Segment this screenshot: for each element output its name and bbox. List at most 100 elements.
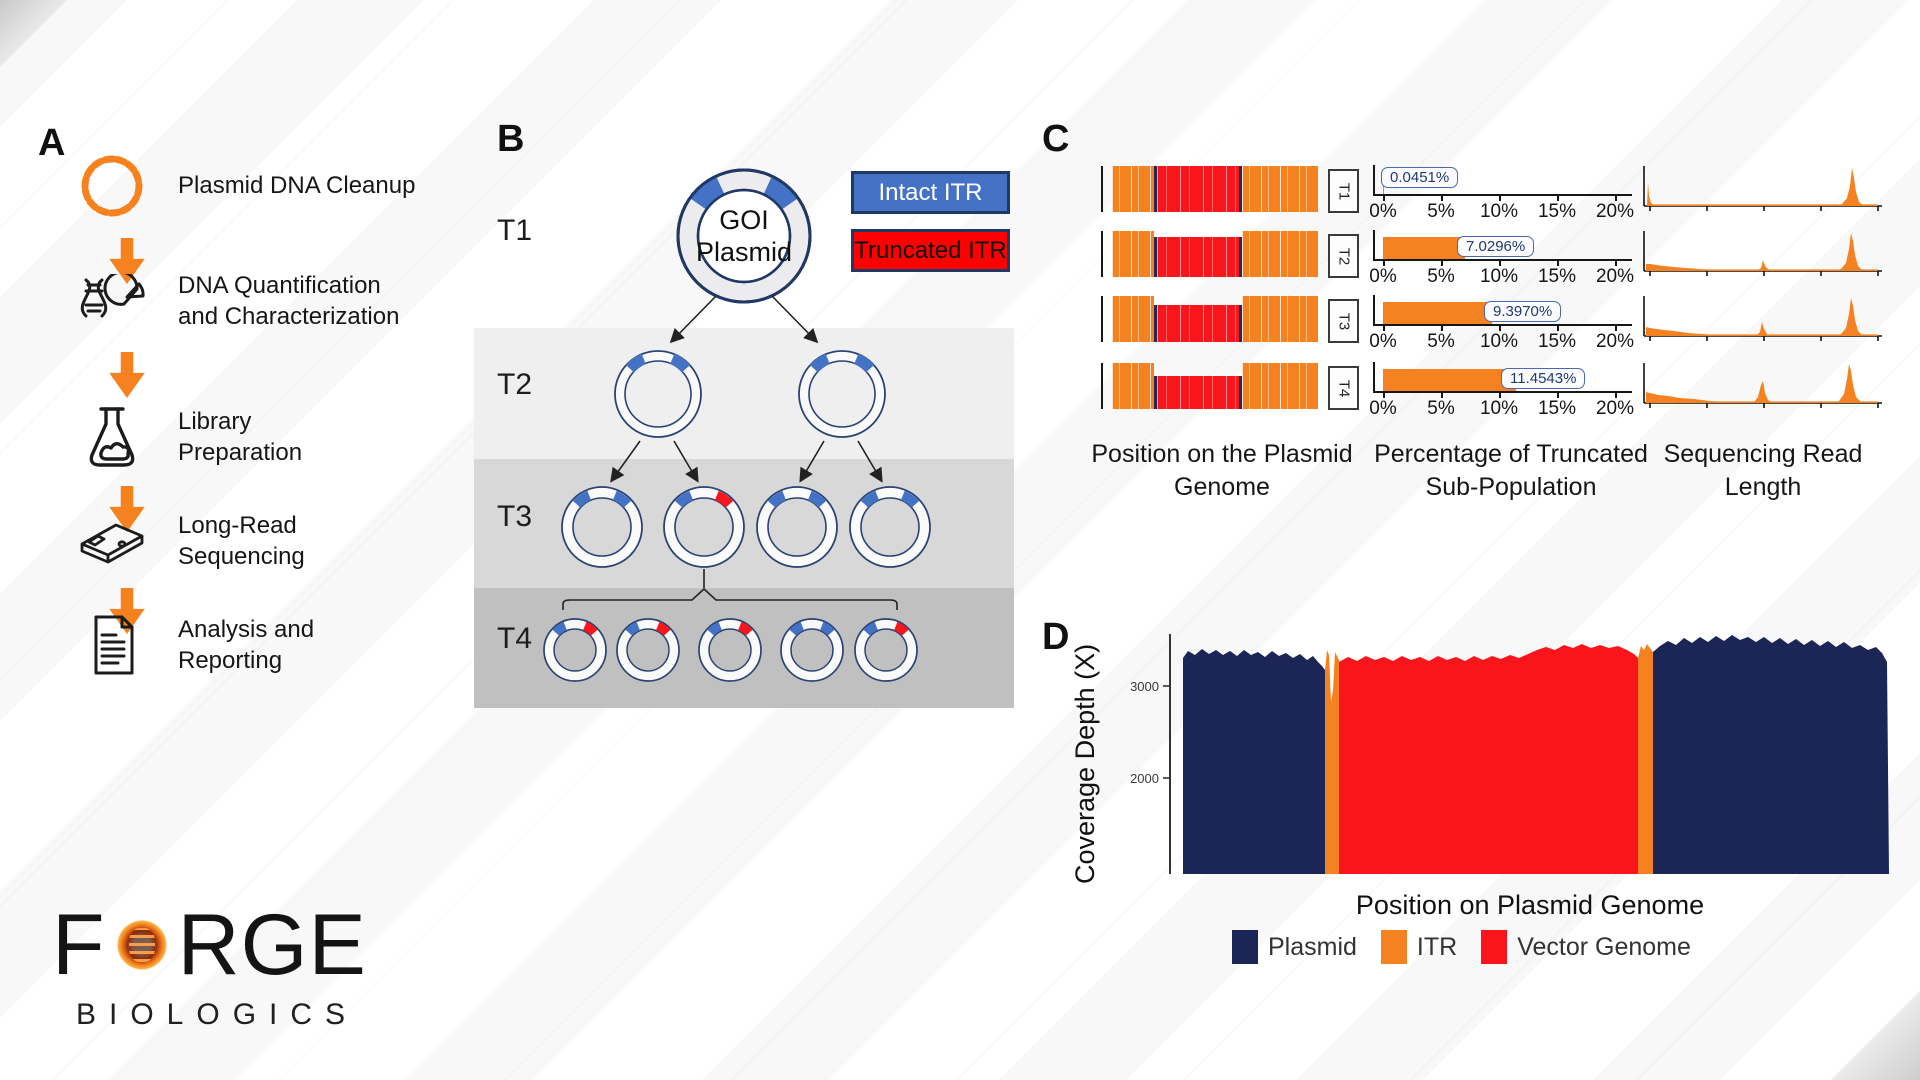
goi-line2: Plasmid [695,237,793,268]
workflow-step-library-preparation: Library Preparation [70,398,430,478]
tick-label: 5% [1427,266,1455,287]
logo-wordmark: F RGE [52,902,367,988]
workflow-step-plasmid-cleanup: Plasmid DNA Cleanup [70,148,430,224]
panel-a-label: A [38,122,66,164]
arrow [673,440,699,483]
truncated-pct-chart-t4: 0% 5% 10% 15% 20% 11.4543% [1369,357,1635,419]
pct-bar [1383,237,1465,259]
t4-plasmid [780,618,844,682]
arrow [799,440,825,483]
tick-label: 0% [1369,398,1397,419]
t4-plasmid-truncated [698,618,762,682]
coverage-track-t3 [1112,296,1318,342]
tick-label: 0% [1369,266,1397,287]
coverage-track-t1 [1112,166,1318,212]
t2-plasmid [614,350,702,438]
legend-label: Vector Genome [1517,932,1691,961]
tick-label: 15% [1537,201,1577,222]
dna-piechart-icon [70,274,154,330]
y-tick-2000: 2000 [1130,771,1159,786]
logo-letter-f: F [52,897,106,993]
col-label-position: Position on the Plasmid Genome [1091,440,1353,501]
tick-label: 5% [1427,201,1455,222]
legend-label: ITR [1416,932,1458,961]
tick-label: 5% [1427,331,1455,352]
panel-b-label: B [497,118,525,160]
pct-value-callout: 7.0296% [1457,236,1535,257]
tick-label: 0% [1369,201,1397,222]
workflow-step-label: Analysis and Reporting [178,616,315,674]
axis-line [1101,363,1103,409]
plasmid-circle-icon [70,151,154,221]
corner-decoration-top-left [0,0,72,72]
down-arrow-icon [109,352,145,398]
itr-swatch [1380,930,1407,964]
col-label-percentage: Percentage of Truncated Sub-Population [1374,440,1648,501]
axis-line [1101,231,1103,277]
t3-plasmid [756,486,838,568]
tick-label: 20% [1595,266,1635,287]
logo-letters-rge: RGE [177,897,367,993]
workflow-step-label: Library Preparation [178,408,303,466]
row-label-box-t3: T3 [1328,299,1359,343]
t2-plasmid [798,350,886,438]
pct-value-callout: 0.0451% [1381,167,1459,188]
col-label-readlength: Sequencing Read Length [1663,440,1863,501]
arrow [771,295,819,344]
tick-label: 5% [1427,398,1455,419]
logo-subtitle: BIOLOGICS [76,998,359,1031]
legend-item-itr: ITR [1380,930,1458,964]
vector-genome-coverage [1339,644,1638,874]
tick-label: 10% [1479,266,1519,287]
brace [562,587,898,610]
tick-label: 20% [1595,331,1635,352]
tick-label: 10% [1479,201,1519,222]
generation-label-t2: T2 [497,368,533,401]
coverage-legend: Plasmid ITR Vector Genome [1232,930,1691,964]
read-length-histogram-t4 [1643,363,1882,408]
y-tick-3000: 3000 [1130,679,1159,694]
down-arrow-icon [109,238,145,284]
read-length-histogram-t2 [1643,231,1882,276]
down-arrow-icon [109,588,145,634]
workflow-step-label: Long-Read Sequencing [178,512,305,570]
panel-c-label: C [1042,118,1070,160]
dna-emblem-icon [108,912,175,978]
axis-line [1101,296,1103,342]
goi-plasmid [676,168,812,304]
pct-value-callout: 11.4543% [1501,368,1586,389]
generation-label-t3: T3 [497,500,533,533]
itr-coverage-left [1325,650,1339,874]
pct-value-callout: 9.3970% [1484,301,1562,322]
legend-truncated-itr: Truncated ITR [851,229,1010,272]
t3-plasmid [849,486,931,568]
workflow-step-long-read-sequencing: Long-Read Sequencing [70,504,430,580]
generation-label-t1: T1 [497,214,533,247]
read-length-histogram-t3 [1643,296,1882,341]
plasmid-coverage-left [1183,649,1325,874]
tick-label: 15% [1537,266,1577,287]
t3-plasmid-truncated [663,486,745,568]
truncated-pct-chart-t2: 0% 5% 10% 15% 20% 7.0296% [1369,225,1635,287]
arrow [610,440,641,483]
workflow-step-label: DNA Quantification and Characterization [178,272,400,330]
t4-plasmid-truncated [616,618,680,682]
document-icon [70,611,154,681]
truncated-pct-chart-t1: 0% 5% 10% 15% 20% 0.0451% [1369,160,1635,222]
tick-label: 10% [1479,331,1519,352]
legend-label: Plasmid [1268,932,1357,961]
row-label-box-t1: T1 [1328,169,1359,213]
goi-plasmid-label: GOI Plasmid [676,204,812,269]
workflow-step-dna-quantification: DNA Quantification and Characterization [70,264,430,340]
plasmid-generation-diagram [474,168,1014,708]
tick-label: 15% [1537,331,1577,352]
tick-label: 0% [1369,331,1397,352]
generation-label-t4: T4 [497,622,533,655]
vector-genome-swatch [1481,930,1508,964]
plasmid-swatch [1232,930,1258,964]
tick-label: 20% [1595,398,1635,419]
t4-plasmid-truncated [543,618,607,682]
coverage-depth-chart [1163,634,1889,874]
arrow [857,440,883,483]
